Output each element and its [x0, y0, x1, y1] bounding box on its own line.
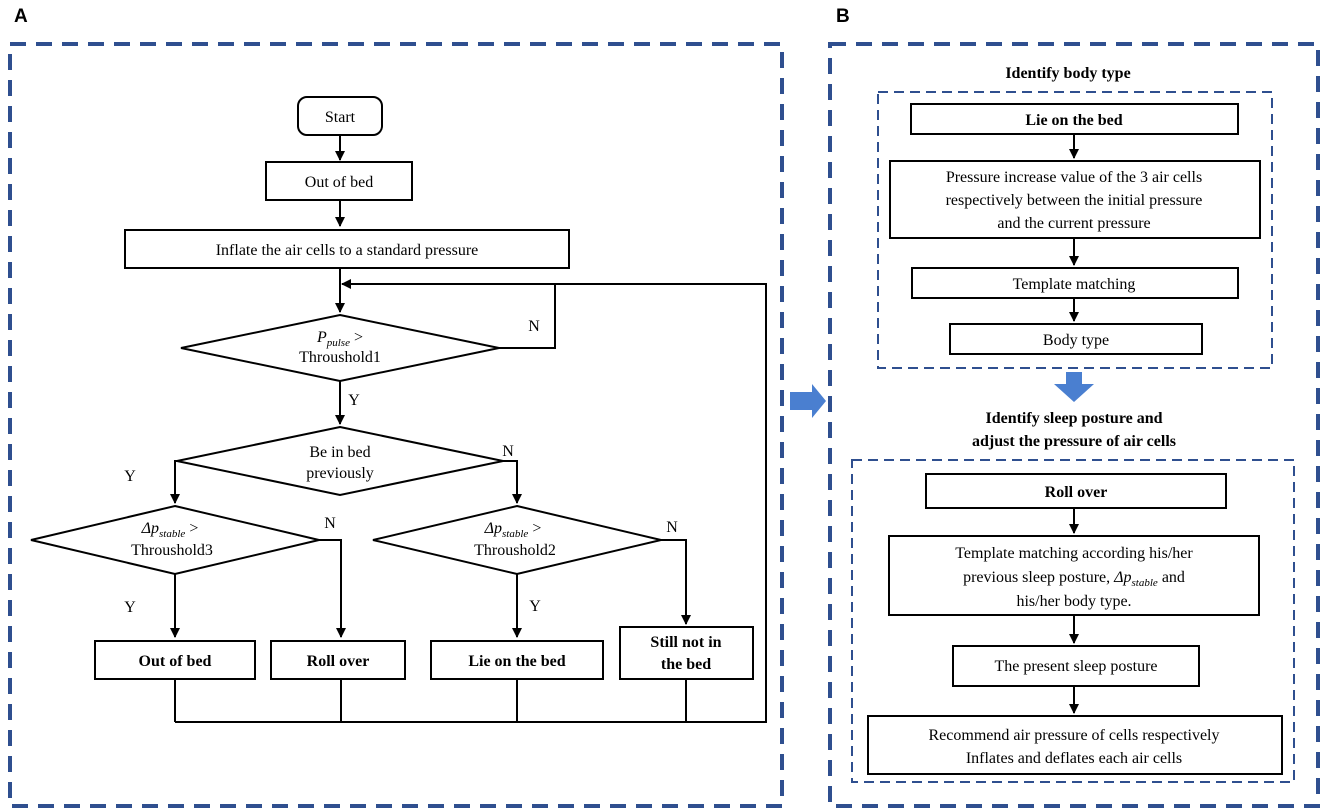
- panel-b-frame: [828, 42, 1320, 808]
- lie-on-bed-result-label: Lie on the bed: [468, 653, 565, 670]
- present-posture-label: The present sleep posture: [994, 658, 1157, 675]
- section-down-arrow-icon: [1054, 372, 1094, 402]
- decision-pulse-no-branch: [499, 284, 556, 349]
- section-title-posture-line2: adjust the pressure of air cells: [972, 433, 1176, 450]
- still-not-in-bed-line2: the bed: [661, 656, 711, 673]
- out-of-bed-result: [94, 640, 256, 680]
- decision-pulse-line1: Ppulse >: [316, 329, 363, 349]
- pressure-line1: Pressure increase value of the 3 air cel…: [946, 169, 1202, 186]
- recommend-line1: Recommend air pressure of cells respecti…: [929, 727, 1220, 744]
- decision-stable-3-no: N: [324, 515, 336, 532]
- recommend-pressure-node: [867, 715, 1283, 775]
- panel-label-a: A: [14, 6, 28, 27]
- decision-in-bed-line2: previously: [306, 465, 374, 482]
- start-label: Start: [325, 109, 356, 126]
- pressure-line2: respectively between the initial pressur…: [946, 192, 1203, 209]
- flow-a: [30, 96, 767, 723]
- decision-in-bed-no: N: [502, 443, 514, 460]
- roll-over-label: Roll over: [1045, 484, 1108, 501]
- roll-over-result: [270, 640, 406, 680]
- still-not-in-bed-result: [619, 626, 754, 680]
- out-of-bed-label: Out of bed: [305, 174, 373, 191]
- decision-pulse-line2: Throushold1: [299, 349, 381, 366]
- present-posture-node: [952, 645, 1200, 687]
- decision-stable-3: [30, 504, 320, 576]
- body-type-label: Body type: [1043, 332, 1109, 349]
- pressure-line3: and the current pressure: [997, 215, 1150, 232]
- posture-matching-line2: previous sleep posture, Δpstable and: [963, 569, 1185, 589]
- decision-stable-2-line1: Δpstable >: [484, 520, 542, 540]
- decision-stable-3-yes: Y: [124, 599, 136, 616]
- lie-on-bed-label: Lie on the bed: [1025, 112, 1122, 129]
- decision-stable-3-line1: Δpstable >: [141, 520, 199, 540]
- lie-on-bed-result: [430, 640, 604, 680]
- transition-arrow-icon: [790, 384, 826, 418]
- posture-matching-line3: his/her body type.: [1016, 593, 1131, 610]
- flow-b: [851, 91, 1295, 783]
- decision-in-bed-yes: Y: [124, 468, 136, 485]
- still-not-in-bed-line1: Still not in: [650, 634, 721, 651]
- decision-pulse-no: N: [528, 318, 540, 335]
- decision-stable-2: [372, 504, 662, 576]
- roll-over-node: [925, 473, 1227, 509]
- inflate-node: [124, 229, 570, 269]
- body-type-section: [877, 91, 1273, 369]
- template-matching-label: Template matching: [1013, 276, 1136, 293]
- panel-label-b: B: [836, 6, 850, 27]
- decision-stable-2-line2: Throushold2: [474, 542, 556, 559]
- out-of-bed-result-label: Out of bed: [139, 653, 212, 670]
- posture-matching-node: [888, 535, 1260, 616]
- decision-stable-2-yes: Y: [529, 598, 541, 615]
- posture-matching-line1: Template matching according his/her: [955, 545, 1193, 562]
- section-title-posture-line1: Identify sleep posture and: [985, 410, 1162, 427]
- decision-in-bed: [176, 425, 504, 497]
- recommend-line2: Inflates and deflates each air cells: [966, 750, 1182, 767]
- pressure-increase-node: [889, 160, 1261, 239]
- section-title-body-type: Identify body type: [1005, 65, 1130, 82]
- decision-stable-3-line2: Throushold3: [131, 542, 213, 559]
- body-type-node: [949, 323, 1203, 355]
- decision-stable-2-no: N: [666, 519, 678, 536]
- panel-a-frame: [8, 42, 784, 808]
- roll-over-result-label: Roll over: [307, 653, 370, 670]
- out-of-bed-node: [265, 161, 413, 201]
- decision-in-bed-line1: Be in bed: [309, 444, 370, 461]
- decision-pulse-yes: Y: [348, 392, 360, 409]
- posture-section: [851, 459, 1295, 783]
- inflate-label: Inflate the air cells to a standard pres…: [216, 242, 479, 259]
